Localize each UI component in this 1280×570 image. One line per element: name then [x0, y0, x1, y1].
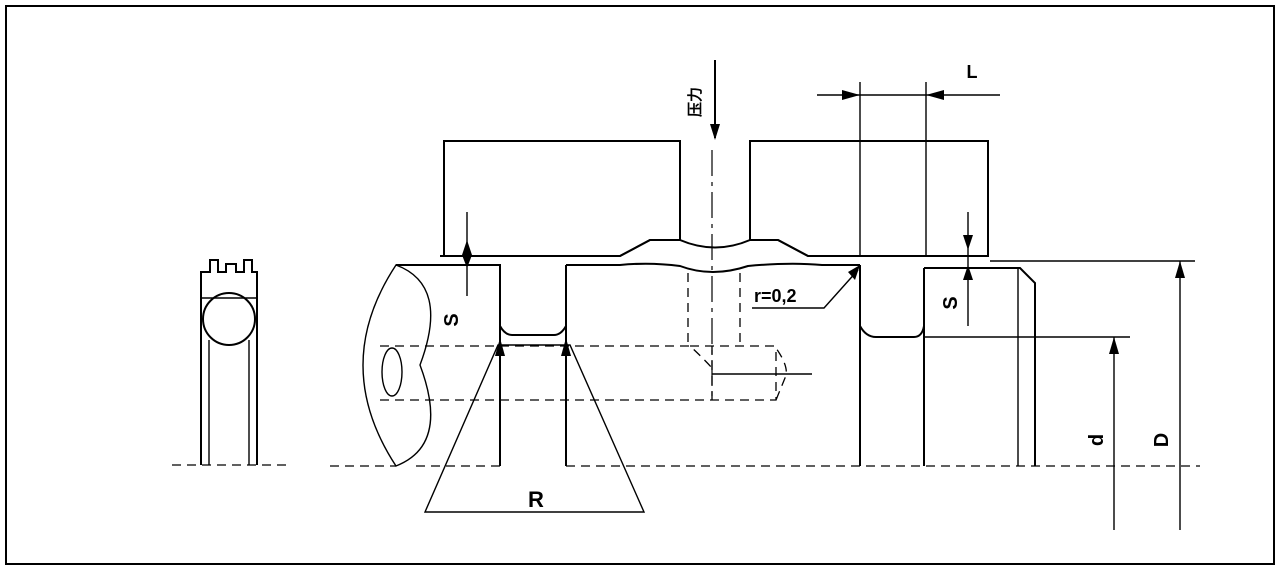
diameter-D-dim: [990, 260, 1195, 530]
diameter-d-label: d: [1086, 434, 1108, 446]
gap-S-right-label: S: [940, 296, 962, 309]
radius-small-label: r=0,2: [754, 286, 797, 306]
length-L-dim: [817, 82, 1000, 256]
radius-R-callout: [423, 338, 646, 513]
gap-S-right-dim: [963, 212, 973, 326]
groove-body: [330, 262, 1200, 467]
gap-S-left-label: S: [441, 313, 463, 326]
drawing-frame: [5, 5, 1275, 565]
diameter-D-label: D: [1151, 433, 1173, 447]
radius-small-callout: [752, 265, 860, 309]
length-L-label: L: [967, 62, 978, 82]
gap-S-left-dim: [462, 212, 472, 296]
pressure-label: 压力: [686, 87, 704, 117]
radius-R-label: R: [528, 487, 544, 512]
diameter-d-dim: [924, 336, 1130, 530]
oring-detail: [172, 259, 290, 466]
cover-plate: [440, 140, 989, 257]
oring-circle: [202, 292, 256, 346]
